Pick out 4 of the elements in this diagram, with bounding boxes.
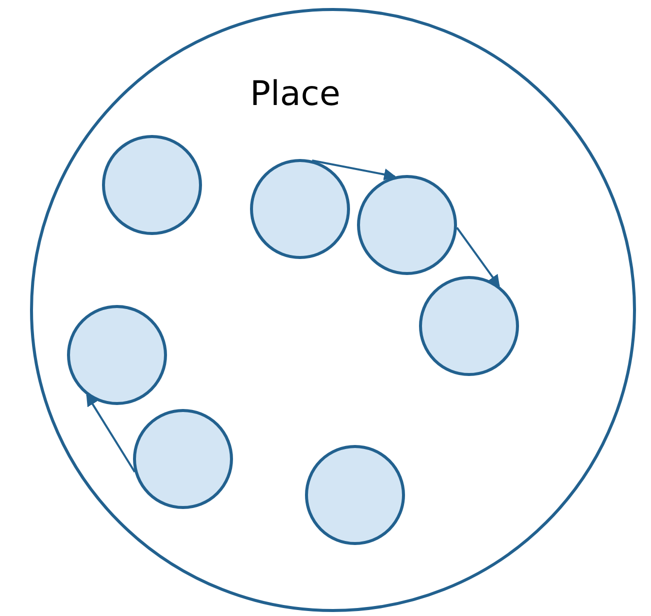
arrow bbox=[456, 227, 500, 288]
arrow bbox=[86, 394, 136, 472]
arrow bbox=[312, 160, 396, 180]
place-label: Place bbox=[250, 74, 340, 114]
